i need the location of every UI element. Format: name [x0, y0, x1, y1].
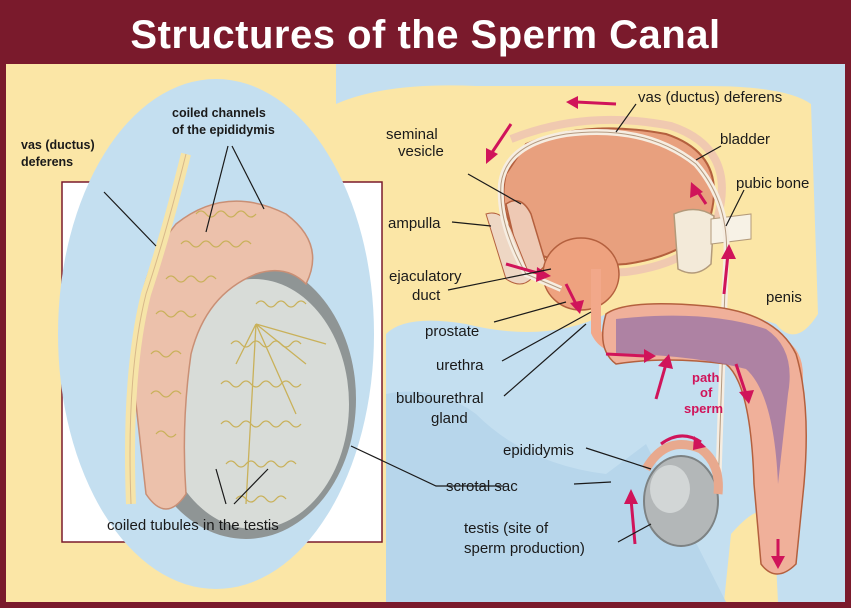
label-path: path [692, 370, 720, 385]
label-seminal-1: seminal [386, 126, 438, 143]
label-pubic-bone: pubic bone [736, 175, 809, 192]
label-vas-deferens-right: vas (ductus) deferens [638, 89, 782, 106]
label-coiled-channels-1: coiled channels [172, 106, 266, 120]
label-testis-1: testis (site of [464, 520, 549, 537]
pubic-bone-strap [711, 214, 751, 244]
label-ejaculatory-2: duct [412, 287, 441, 304]
label-ampulla: ampulla [388, 215, 441, 232]
pubic-bone-shape [674, 209, 714, 273]
label-testis-2: sperm production) [464, 540, 585, 557]
label-prostate: prostate [425, 323, 479, 340]
label-urethra: urethra [436, 357, 484, 374]
anatomy-diagram: vas (ductus) deferens coiled channels of… [6, 64, 845, 602]
diagram-canvas: vas (ductus) deferens coiled channels of… [6, 64, 845, 602]
label-epididymis: epididymis [503, 442, 574, 459]
label-coiled-tubules: coiled tubules in the testis [107, 517, 279, 534]
title-bar: Structures of the Sperm Canal [6, 6, 845, 64]
label-sperm: sperm [684, 401, 723, 416]
page-title: Structures of the Sperm Canal [130, 13, 720, 58]
label-coiled-channels-2: of the epididymis [172, 123, 275, 137]
label-of: of [700, 385, 713, 400]
testis-right-highlight [650, 465, 690, 513]
label-vas-deferens-left-1: vas (ductus) [21, 138, 95, 152]
label-scrotal-sac: scrotal sac [446, 478, 518, 495]
label-vas-deferens-left-2: deferens [21, 155, 73, 169]
label-ejaculatory-1: ejaculatory [389, 268, 462, 285]
prostate-shape [543, 238, 619, 310]
label-penis: penis [766, 289, 802, 306]
label-bladder: bladder [720, 131, 770, 148]
label-bulbourethral-2: gland [431, 410, 468, 427]
label-bulbourethral-1: bulbourethral [396, 390, 484, 407]
label-seminal-2: vesicle [398, 143, 444, 160]
